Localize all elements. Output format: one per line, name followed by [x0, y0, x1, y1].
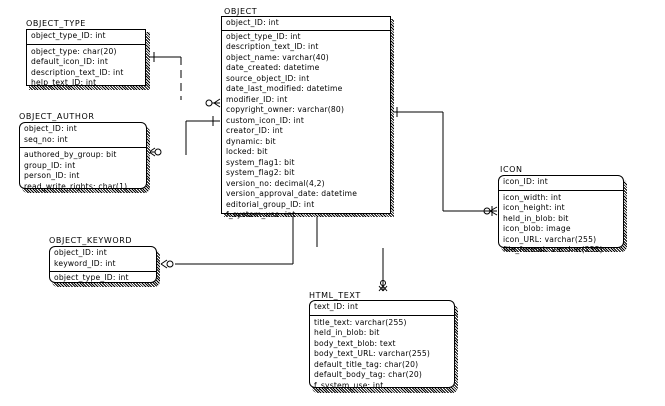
attribute-field: file_format: varchar(255) — [503, 245, 603, 254]
attribute-field: read_write_rights: char(1) — [24, 181, 128, 191]
entity-title: HTML_TEXT — [309, 291, 361, 300]
attribute-field: copyright_owner: varchar(80) — [226, 105, 345, 114]
attribute-field: object_type_ID: int — [54, 273, 129, 282]
entity-box: icon_ID: int icon_width: int icon_height… — [498, 175, 624, 254]
key-field: seq_no: int — [24, 134, 68, 144]
attribute-field: version_approval_date: datetime — [226, 189, 358, 198]
attribute-field: system_flag1: bit — [226, 157, 295, 167]
attribute-field: authored_by_group: bit — [24, 150, 117, 159]
key-field: keyword_ID: int — [54, 258, 116, 268]
entity-box: text_ID: int title_text: varchar(255) he… — [309, 300, 455, 390]
attribute-field: dynamic: bit — [226, 136, 276, 146]
entity-title: OBJECT_AUTHOR — [19, 112, 95, 121]
attribute-field: object_type_ID: int — [226, 31, 301, 41]
attribute-field: locked: bit — [226, 147, 268, 156]
entity-box: object_ID: int keyword_ID: int object_ty… — [49, 246, 157, 283]
key-field: text_ID: int — [314, 302, 359, 311]
zero-many-marker — [205, 98, 221, 108]
key-field: object_ID: int — [226, 18, 279, 27]
attribute-field: modifier_ID: int — [226, 94, 288, 104]
attribute-field: date_created: datetime — [226, 63, 320, 72]
attribute-field: f_system_use: int — [226, 210, 296, 219]
entity-box: object_type_ID: int object_type: char(20… — [26, 29, 146, 87]
attribute-field: group_ID: int — [24, 160, 76, 170]
attribute-field: held_in_blob: bit — [503, 213, 569, 223]
attribute-field: date_last_modified: datetime — [226, 84, 343, 93]
entity-box: object_ID: int seq_no: int authored_by_g… — [19, 122, 147, 191]
entity-title: OBJECT — [224, 7, 258, 16]
attribute-field: creator_ID: int — [226, 126, 283, 135]
attribute-field: object_name: varchar(40) — [226, 52, 329, 62]
attribute-field: person_ID: int — [24, 171, 80, 180]
rel-object-author — [148, 116, 220, 157]
attribute-field: source_object_ID: int — [226, 73, 310, 83]
attribute-field: held_in_blob: bit — [314, 328, 380, 337]
entity-title: ICON — [500, 165, 523, 174]
attribute-field: title_text: varchar(255) — [314, 317, 407, 327]
attribute-field: icon_URL: varchar(255) — [503, 234, 597, 244]
attribute-field: description_text_ID: int — [226, 42, 319, 51]
attribute-field: default_icon_ID: int — [31, 57, 109, 66]
attribute-field: icon_width: int — [503, 192, 562, 202]
attribute-field: default_body_tag: char(20) — [314, 370, 423, 379]
rel-object-icon — [392, 107, 498, 216]
key-field: object_ID: int — [24, 124, 77, 133]
entity-box: object_ID: int object_type_ID: int descr… — [221, 16, 391, 219]
attribute-field: version_no: decimal(4,2) — [226, 178, 325, 188]
attribute-field: body_text_URL: varchar(255) — [314, 349, 431, 358]
attribute-field: object_type: char(20) — [31, 46, 117, 56]
attribute-field: body_text_blob: text — [314, 338, 396, 348]
attribute-field: icon_height: int — [503, 203, 565, 212]
key-field: object_type_ID: int — [31, 31, 106, 40]
key-field: object_ID: int — [54, 248, 107, 257]
attribute-field: custom_icon_ID: int — [226, 115, 305, 125]
attribute-field: f_system_use: int — [314, 380, 384, 390]
attribute-field: help_text_ID: int — [31, 78, 97, 87]
attribute-field: system_flag2: bit — [226, 168, 295, 177]
attribute-field: icon_blob: image — [503, 224, 571, 233]
attribute-field: editorial_group_ID: int — [226, 199, 315, 209]
entity-title: OBJECT_TYPE — [26, 19, 86, 28]
attribute-field: default_title_tag: char(20) — [314, 359, 419, 369]
rel-object-type-object — [147, 52, 182, 100]
entity-title: OBJECT_KEYWORD — [49, 236, 133, 245]
attribute-field: description_text_ID: int — [31, 67, 124, 77]
key-field: icon_ID: int — [503, 177, 548, 186]
